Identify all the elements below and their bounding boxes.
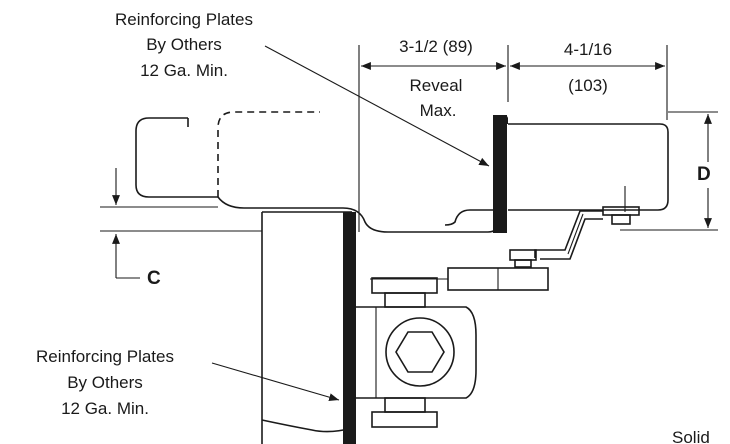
plates-top-line1: Reinforcing Plates: [115, 10, 253, 29]
top-plate-cap: [496, 115, 508, 124]
jamb-frame: [261, 211, 353, 444]
leader-lines: [211, 45, 490, 402]
reveal-dimension: 3-1/2 (89): [399, 37, 473, 56]
plates-top-line3: 12 Ga. Min.: [140, 61, 228, 80]
plates-bottom-line2: By Others: [67, 373, 143, 392]
plates-bottom-line1: Reinforcing Plates: [36, 347, 174, 366]
right-leaf: [508, 123, 669, 212]
left-leaf: [135, 111, 499, 233]
dimension-c-lines: [100, 168, 262, 279]
right-dimension-line2: (103): [568, 76, 608, 95]
dimension-d-label: D: [697, 164, 711, 185]
hinge-barrel: [356, 277, 477, 428]
corner-text: Solid: [672, 428, 710, 444]
reveal-dimension-lines: [358, 45, 668, 232]
reveal-text-line1: Reveal: [410, 76, 463, 95]
label-plates-bottom: Reinforcing Plates By Others 12 Ga. Min.: [36, 347, 174, 418]
reveal-text-line2: Max.: [420, 101, 457, 120]
right-dimension-line1: 4-1/16: [564, 40, 612, 59]
plates-bottom-line3: 12 Ga. Min.: [61, 399, 149, 418]
label-plates-top: Reinforcing Plates By Others 12 Ga. Min.: [115, 10, 253, 80]
plates-top-line2: By Others: [146, 35, 222, 54]
dimension-c-label: C: [147, 268, 161, 289]
top-reinforcing-plate: [493, 115, 507, 233]
dimension-d-lines: [620, 111, 718, 231]
bottom-reinforcing-plate: [343, 212, 356, 444]
pivot-arm: [370, 206, 640, 291]
